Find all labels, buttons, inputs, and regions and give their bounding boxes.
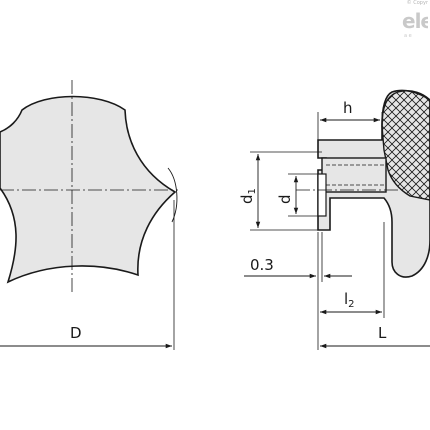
front-view: D	[0, 80, 178, 350]
copyright-text: © Copyr	[406, 0, 428, 6]
diameter-label: D	[70, 324, 82, 342]
insert-length-label: l2	[344, 290, 355, 310]
side-dimensions: h d1 d 0.3 l2 L	[238, 99, 430, 350]
gap-label: 0.3	[250, 256, 274, 274]
overall-length-label: L	[378, 324, 387, 342]
bore	[317, 173, 327, 217]
brand-watermark: © Copyr ele a e	[400, 0, 428, 44]
brand-logo: ele	[402, 9, 428, 33]
hub-height-label: h	[343, 99, 353, 117]
knob-outline	[0, 95, 177, 284]
bore-diameter-label: d	[276, 194, 294, 204]
outer-diameter-label: d1	[238, 188, 258, 204]
knurled-grip	[381, 90, 430, 201]
threaded-insert	[321, 157, 387, 193]
brand-subtext: a e	[404, 33, 412, 39]
side-view	[296, 89, 430, 278]
